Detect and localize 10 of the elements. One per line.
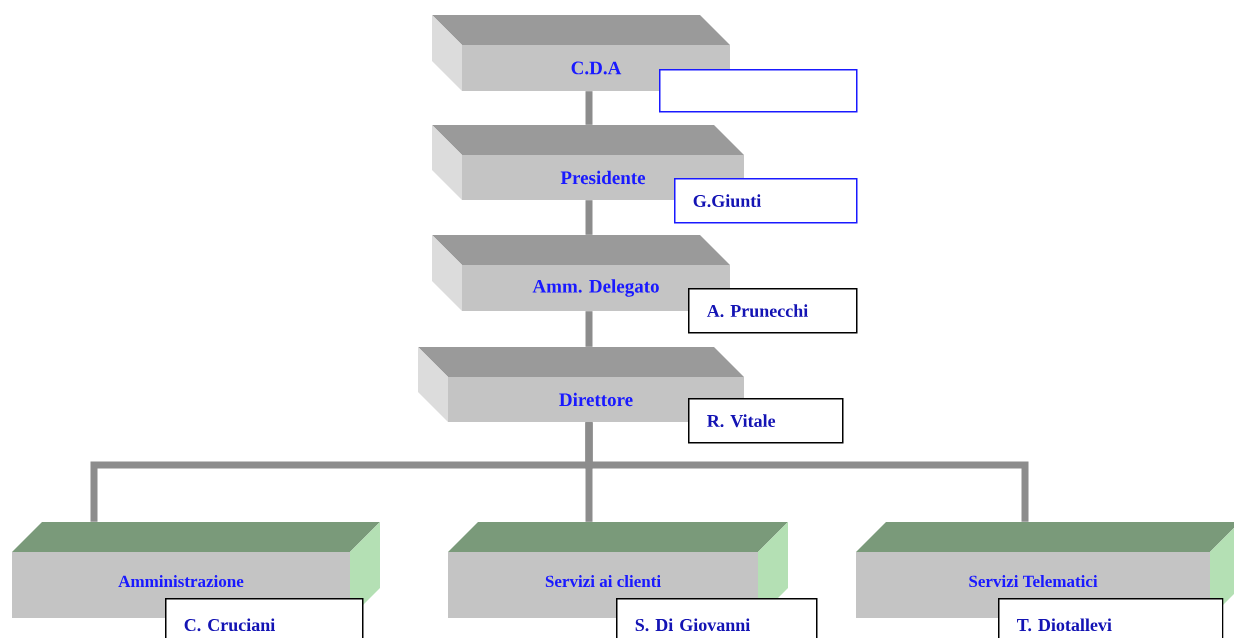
empty-box: [659, 69, 858, 113]
org-box: Servizi ai clienti: [448, 522, 788, 618]
name-box: S. Di Giovanni: [616, 598, 818, 638]
name-box: A. Prunecchi: [688, 288, 858, 334]
org-box: C.D.A: [432, 15, 730, 91]
name-box: T. Diotallevi: [998, 598, 1224, 638]
org-box: Amministrazione: [12, 522, 380, 618]
name-box: G.Giunti: [674, 178, 858, 224]
name-box: R. Vitale: [688, 398, 844, 444]
name-box: C. Cruciani: [165, 598, 364, 638]
